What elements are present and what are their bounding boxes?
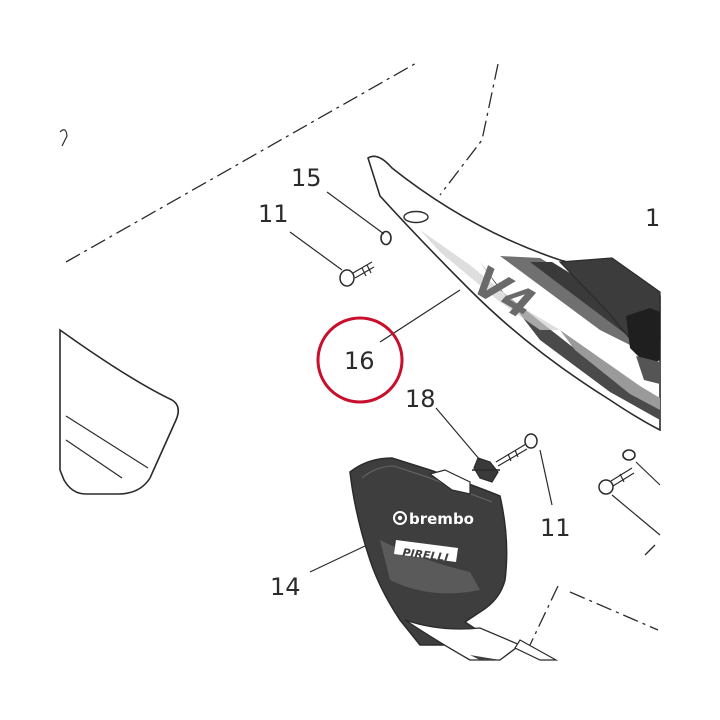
highlight-circle <box>316 316 404 404</box>
reference-lines <box>65 61 659 646</box>
callout-11-lower: 11 <box>540 514 571 542</box>
fasteners <box>339 230 636 495</box>
pirelli-sticker: PIRELLI <box>394 540 458 565</box>
brembo-sticker: brembo <box>393 510 474 528</box>
left-partial-part <box>59 328 180 495</box>
callout-14: 14 <box>270 573 301 601</box>
callout-labels: 11 15 16 18 11 14 1 <box>258 164 660 601</box>
washer-icon <box>622 449 636 461</box>
callout-11-upper: 11 <box>258 200 289 228</box>
screw-icon <box>495 433 538 467</box>
screw-icon <box>339 261 375 287</box>
callout-1: 1 <box>645 204 660 232</box>
pirelli-logo-text: PIRELLI <box>402 546 450 565</box>
callout-16: 16 <box>344 347 375 375</box>
side-panel-part: V4 <box>367 155 661 432</box>
clip-icon <box>472 457 500 483</box>
mount-hole <box>403 210 429 224</box>
brembo-logo-text: brembo <box>409 510 474 528</box>
cropped-glyph <box>59 129 68 147</box>
callout-18: 18 <box>405 385 436 413</box>
screw-icon <box>598 467 635 495</box>
callout-15: 15 <box>291 164 322 192</box>
mudguard-part: brembo PIRELLI <box>349 457 559 661</box>
washer-icon <box>380 230 392 246</box>
